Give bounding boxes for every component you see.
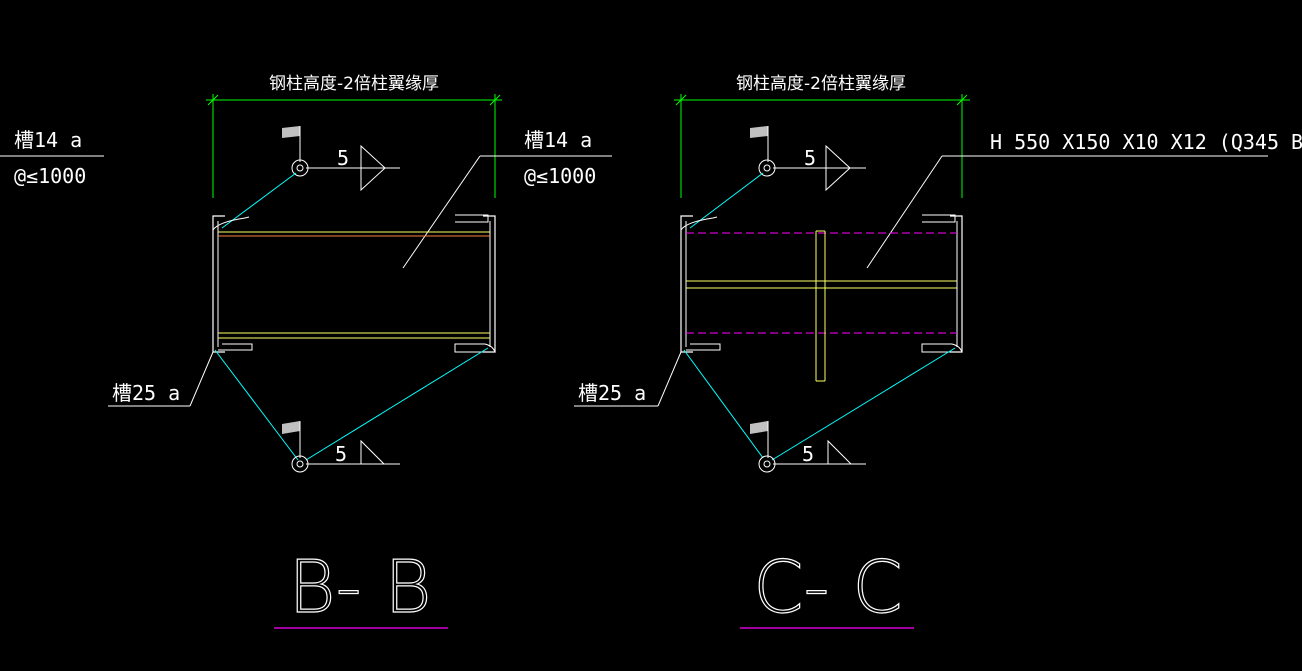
bb-bottom-weld-symbol: 5: [214, 347, 489, 473]
cc-dimension: [674, 94, 970, 198]
bb-section-title: B- B: [288, 545, 431, 629]
bb-dimension: [206, 94, 502, 198]
cc-top-fillet-weld-icon: [825, 144, 851, 192]
bb-bottom-channel-callout: 槽25 a: [108, 351, 214, 407]
cc-beam-callout: H 550 X150 X10 X12 (Q345 B): [866, 130, 1302, 269]
bb-weld-size-bottom: 5: [335, 442, 347, 466]
cc-bottom-fillet-weld-icon: [827, 439, 853, 465]
cc-bottom-weld-flag-icon: [750, 421, 768, 434]
bb-weld-size-top: 5: [337, 146, 349, 170]
bb-spacing-left-label: @≤1000: [14, 164, 86, 188]
bb-right-channel-callout: 槽14 a @≤1000: [402, 128, 612, 269]
cc-beam-label: H 550 X150 X10 X12 (Q345 B): [990, 130, 1302, 154]
cc-weld-size-bottom: 5: [802, 442, 814, 466]
cc-dimension-label: 钢柱高度-2倍柱翼缘厚: [736, 74, 906, 94]
bb-channel-top-right-label: 槽14 a: [524, 128, 592, 152]
cc-bottom-weld-circle-icon: [758, 455, 776, 473]
section-cc: 钢柱高度-2倍柱翼缘厚 H 550 X150 X10 X12 (Q345 B) …: [574, 74, 1302, 630]
cc-top-weld-flag-icon: [750, 126, 768, 138]
bb-bottom-weld-circle-icon: [291, 455, 309, 473]
bb-channel-top-left-label: 槽14 a: [14, 128, 82, 152]
bb-top-weld-symbol: 5: [221, 126, 400, 229]
bb-channel-bottom-label: 槽25 a: [112, 381, 180, 405]
cc-section-title: C- C: [753, 545, 902, 629]
cc-bottom-weld-symbol: 5: [683, 347, 956, 473]
cc-bottom-channel-callout: 槽25 a: [574, 351, 682, 407]
bb-top-weld-flag-icon: [282, 126, 300, 138]
cc-channel-bottom-label: 槽25 a: [578, 381, 646, 405]
cc-top-weld-symbol: 5: [689, 126, 866, 229]
cc-column-body: [680, 214, 963, 382]
bb-spacing-right-label: @≤1000: [524, 164, 596, 188]
section-bb: 钢柱高度-2倍柱翼缘厚 槽14 a @≤1000 槽14 a @≤1000 5: [0, 74, 612, 630]
bb-dimension-label: 钢柱高度-2倍柱翼缘厚: [269, 74, 439, 94]
bb-column-body: [212, 214, 496, 353]
bb-bottom-weld-flag-icon: [282, 421, 300, 434]
bb-left-channel-callout: 槽14 a @≤1000: [0, 128, 104, 188]
bb-top-fillet-weld-icon: [360, 144, 386, 192]
bb-bottom-fillet-weld-icon: [360, 439, 386, 465]
cc-weld-size-top: 5: [804, 146, 816, 170]
